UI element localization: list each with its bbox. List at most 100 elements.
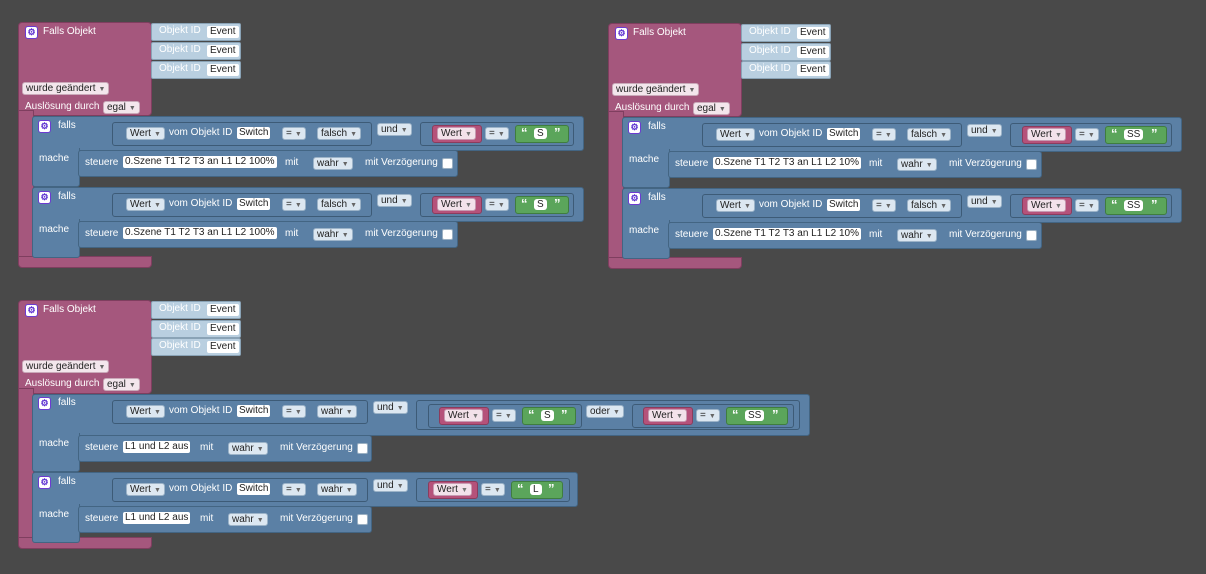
text-value[interactable]: S [534,199,547,210]
text-block[interactable]: “S” [522,407,576,425]
wahr-dropdown[interactable]: wahr▼ [313,228,353,241]
gear-icon[interactable]: ⚙ [38,191,51,204]
wahr-dropdown[interactable]: wahr▼ [313,157,353,170]
gear-icon[interactable]: ⚙ [628,192,641,205]
logic-operator-dropdown[interactable]: und▼ [967,124,1002,137]
value-dropdown[interactable]: falsch▼ [317,127,362,140]
logic-operator-dropdown[interactable]: und▼ [377,123,412,136]
ausloesung-dropdown[interactable]: egal▼ [693,102,730,115]
gear-icon[interactable]: ⚙ [25,304,38,317]
operator-dropdown[interactable]: =▼ [1075,128,1099,141]
object-id-value[interactable]: Switch [237,127,271,139]
wert-dropdown[interactable]: Wert▼ [1027,199,1066,212]
logic-operator-dropdown[interactable]: oder▼ [586,405,624,418]
text-block[interactable]: “SS” [1105,197,1167,215]
operator-dropdown[interactable]: =▼ [282,198,306,211]
logic-operator-dropdown[interactable]: und▼ [967,195,1002,208]
wert-dropdown[interactable]: Wert▼ [126,483,165,496]
object-id-value[interactable]: Switch [237,483,271,495]
gear-icon[interactable]: ⚙ [615,27,628,40]
operator-dropdown[interactable]: =▼ [1075,199,1099,212]
wahr-dropdown[interactable]: wahr▼ [897,158,937,171]
text-block[interactable]: “L” [511,481,563,499]
text-value[interactable]: L [530,484,542,495]
value-dropdown[interactable]: falsch▼ [317,198,362,211]
object-id-value[interactable]: Event [207,341,239,353]
gear-icon[interactable]: ⚙ [25,26,38,39]
wahr-dropdown[interactable]: wahr▼ [228,513,268,526]
event-block-body[interactable] [18,22,152,116]
wahr-dropdown[interactable]: wahr▼ [897,229,937,242]
scene-value[interactable]: 0.Szene T1 T2 T3 an L1 L2 100% [123,156,277,168]
event-block-body[interactable] [608,23,742,117]
text-block[interactable]: “S” [515,125,569,143]
value-dropdown[interactable]: wahr▼ [317,483,357,496]
scene-value[interactable]: L1 und L2 aus [123,441,191,453]
object-id-value[interactable]: Switch [827,199,861,211]
gear-icon[interactable]: ⚙ [38,476,51,489]
operator-dropdown[interactable]: =▼ [282,483,306,496]
verzoegerung-checkbox[interactable] [442,229,453,240]
verzoegerung-checkbox[interactable] [442,158,453,169]
gear-icon[interactable]: ⚙ [628,121,641,134]
object-id-value[interactable]: Event [207,45,239,57]
text-block[interactable]: “SS” [726,407,788,425]
wert-dropdown[interactable]: Wert▼ [1027,128,1066,141]
action-block[interactable] [78,506,372,533]
logic-operator-dropdown[interactable]: und▼ [373,401,408,414]
wahr-dropdown[interactable]: wahr▼ [228,442,268,455]
trigger-dropdown[interactable]: wurde geändert▼ [22,360,110,373]
trigger-dropdown[interactable]: wurde geändert▼ [612,83,700,96]
object-id-value[interactable]: Switch [237,405,271,417]
operator-dropdown[interactable]: =▼ [282,127,306,140]
wert-dropdown[interactable]: Wert▼ [716,199,755,212]
object-id-value[interactable]: Event [207,323,239,335]
operator-dropdown[interactable]: =▼ [485,198,509,211]
verzoegerung-checkbox[interactable] [1026,159,1037,170]
logic-operator-dropdown[interactable]: und▼ [377,194,412,207]
wert-dropdown[interactable]: Wert▼ [126,405,165,418]
gear-icon[interactable]: ⚙ [38,120,51,133]
scene-value[interactable]: 0.Szene T1 T2 T3 an L1 L2 100% [123,227,277,239]
wert-dropdown[interactable]: Wert▼ [437,198,476,211]
object-id-value[interactable]: Switch [237,198,271,210]
object-id-value[interactable]: Switch [827,128,861,140]
operator-dropdown[interactable]: =▼ [282,405,306,418]
wert-dropdown[interactable]: Wert▼ [648,409,687,422]
operator-dropdown[interactable]: =▼ [481,483,505,496]
gear-icon[interactable]: ⚙ [38,397,51,410]
text-block[interactable]: “S” [515,196,569,214]
text-value[interactable]: S [541,410,554,421]
text-value[interactable]: SS [1124,129,1144,140]
wert-dropdown[interactable]: Wert▼ [126,127,165,140]
text-value[interactable]: SS [1124,200,1144,211]
value-dropdown[interactable]: wahr▼ [317,405,357,418]
logic-operator-dropdown[interactable]: und▼ [373,479,408,492]
wert-dropdown[interactable]: Wert▼ [444,409,483,422]
text-block[interactable]: “SS” [1105,126,1167,144]
operator-dropdown[interactable]: =▼ [872,199,896,212]
operator-dropdown[interactable]: =▼ [485,127,509,140]
wert-dropdown[interactable]: Wert▼ [126,198,165,211]
text-value[interactable]: SS [745,410,765,421]
scene-value[interactable]: 0.Szene T1 T2 T3 an L1 L2 10% [713,228,861,240]
object-id-value[interactable]: Event [207,26,239,38]
text-value[interactable]: S [534,128,547,139]
object-id-value[interactable]: Event [207,304,239,316]
operator-dropdown[interactable]: =▼ [696,409,720,422]
verzoegerung-checkbox[interactable] [357,443,368,454]
value-dropdown[interactable]: falsch▼ [907,199,952,212]
object-id-value[interactable]: Event [797,27,829,39]
value-dropdown[interactable]: falsch▼ [907,128,952,141]
wert-dropdown[interactable]: Wert▼ [716,128,755,141]
object-id-value[interactable]: Event [207,64,239,76]
operator-dropdown[interactable]: =▼ [872,128,896,141]
